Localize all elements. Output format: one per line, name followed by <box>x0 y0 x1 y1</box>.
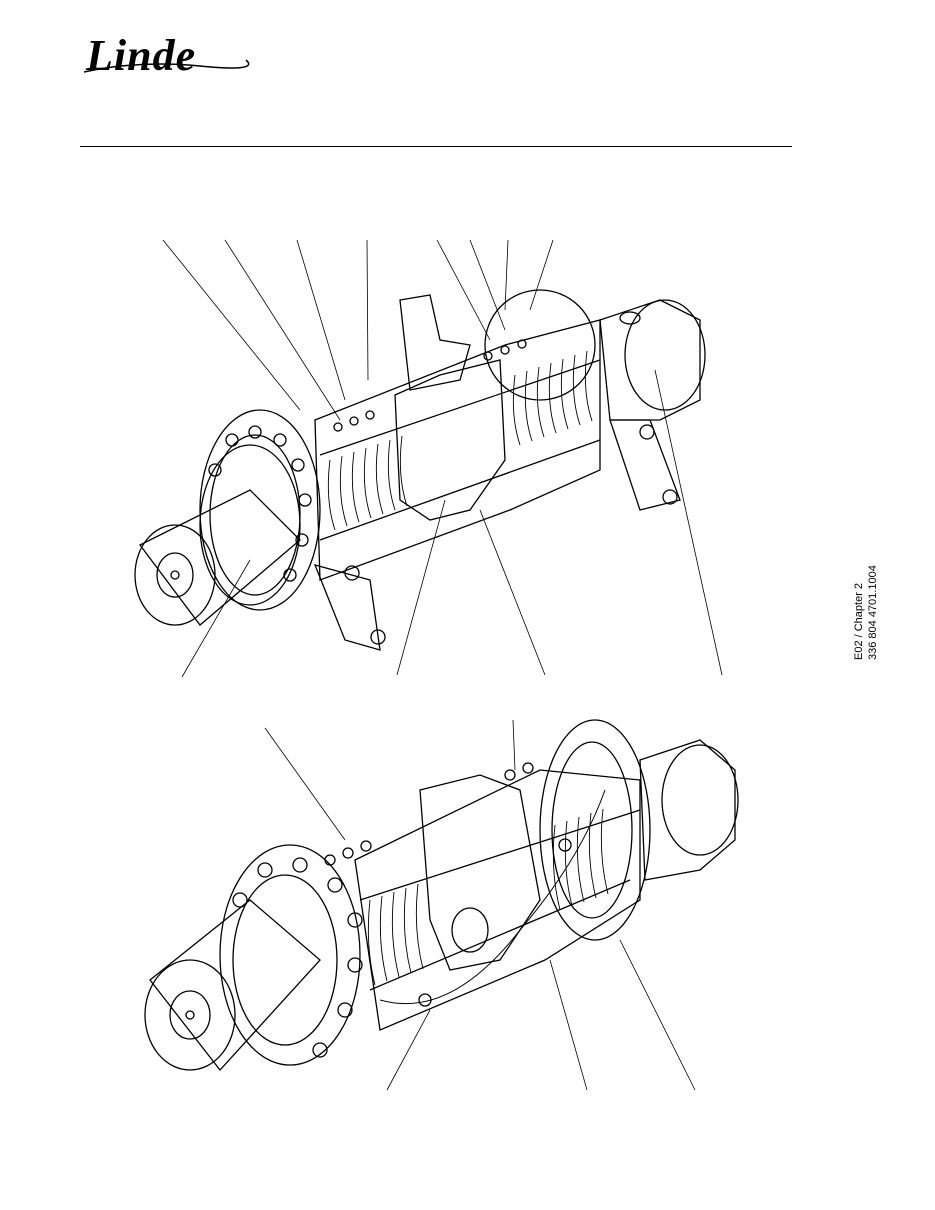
linde-logo-text: Linde <box>85 31 196 80</box>
drive-axle-assembly-top <box>134 239 723 678</box>
callout-leaders <box>162 239 723 678</box>
linde-logo: Linde <box>83 31 250 80</box>
callout-leaders <box>264 719 696 1091</box>
header-rule <box>80 146 792 147</box>
